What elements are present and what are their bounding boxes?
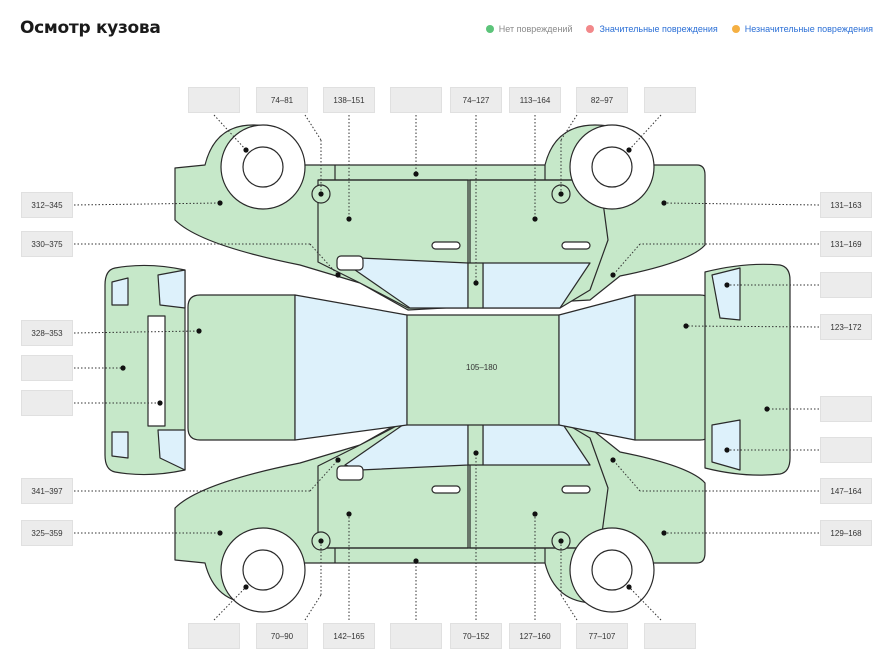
legend-dot-green	[485, 25, 494, 33]
measure-bottom-6[interactable]: 127–160	[509, 623, 561, 649]
measure-left-2[interactable]: 330–375	[21, 231, 73, 257]
legend-dot-red	[586, 25, 595, 33]
front-view-headlight-top	[111, 277, 129, 306]
measure-right-6[interactable]	[820, 437, 872, 463]
front-view-headlight-bottom	[111, 431, 129, 459]
measure-bottom-4[interactable]	[390, 623, 442, 649]
measure-right-3[interactable]	[820, 272, 872, 298]
measure-top-7[interactable]: 82–97	[576, 87, 628, 113]
measure-left-7[interactable]: 325–359	[21, 520, 73, 546]
measure-left-1[interactable]: 312–345	[21, 192, 73, 218]
top-view-trunk	[634, 294, 713, 441]
measure-bottom-1[interactable]	[188, 623, 240, 649]
top-view-rear-window	[558, 294, 636, 441]
measure-right-2[interactable]: 131–169	[820, 231, 872, 257]
legend-item-major-damage: Значительные повреждения	[586, 24, 718, 34]
measure-bottom-7[interactable]: 77–107	[576, 623, 628, 649]
measure-top-8[interactable]	[644, 87, 696, 113]
measure-right-7[interactable]: 147–164	[820, 478, 872, 504]
measure-top-3[interactable]: 138–151	[323, 87, 375, 113]
top-view-hood	[187, 294, 296, 441]
measure-top-6[interactable]: 113–164	[509, 87, 561, 113]
measure-right-4[interactable]: 123–172	[820, 314, 872, 340]
measure-right-1[interactable]: 131–163	[820, 192, 872, 218]
front-view-mirror-bottom	[157, 429, 186, 471]
measure-bottom-8[interactable]	[644, 623, 696, 649]
legend-label-major-damage: Значительные повреждения	[599, 24, 718, 34]
measure-left-4[interactable]	[21, 355, 73, 381]
measure-left-3[interactable]: 328–353	[21, 320, 73, 346]
page-title: Осмотр кузова	[20, 18, 161, 38]
measure-bottom-3[interactable]: 142–165	[323, 623, 375, 649]
legend-label-no-damage: Нет повреждений	[498, 24, 573, 34]
measure-top-1[interactable]	[188, 87, 240, 113]
rear-view-light-bottom	[711, 419, 741, 471]
legend-label-minor-damage: Незначительные повреждения	[744, 24, 873, 34]
legend-item-no-damage: Нет повреждений	[485, 24, 573, 34]
legend: Нет повреждений Значительные повреждения…	[485, 24, 873, 34]
measure-right-5[interactable]	[820, 396, 872, 422]
front-view-grille	[147, 315, 166, 427]
measure-left-6[interactable]: 341–397	[21, 478, 73, 504]
measure-top-2[interactable]: 74–81	[256, 87, 308, 113]
legend-dot-orange	[731, 25, 740, 33]
measure-top-4[interactable]	[390, 87, 442, 113]
measure-top-5[interactable]: 74–127	[450, 87, 502, 113]
front-view-mirror-top	[157, 269, 186, 309]
top-view-windshield	[294, 294, 408, 441]
measure-left-5[interactable]	[21, 390, 73, 416]
measure-bottom-5[interactable]: 70–152	[450, 623, 502, 649]
top-view-roof	[406, 314, 560, 426]
measure-right-8[interactable]: 129–168	[820, 520, 872, 546]
legend-item-minor-damage: Незначительные повреждения	[731, 24, 873, 34]
roof-measurement: 105–180	[466, 363, 498, 372]
measure-bottom-2[interactable]: 70–90	[256, 623, 308, 649]
rear-view-light-top	[711, 267, 741, 321]
